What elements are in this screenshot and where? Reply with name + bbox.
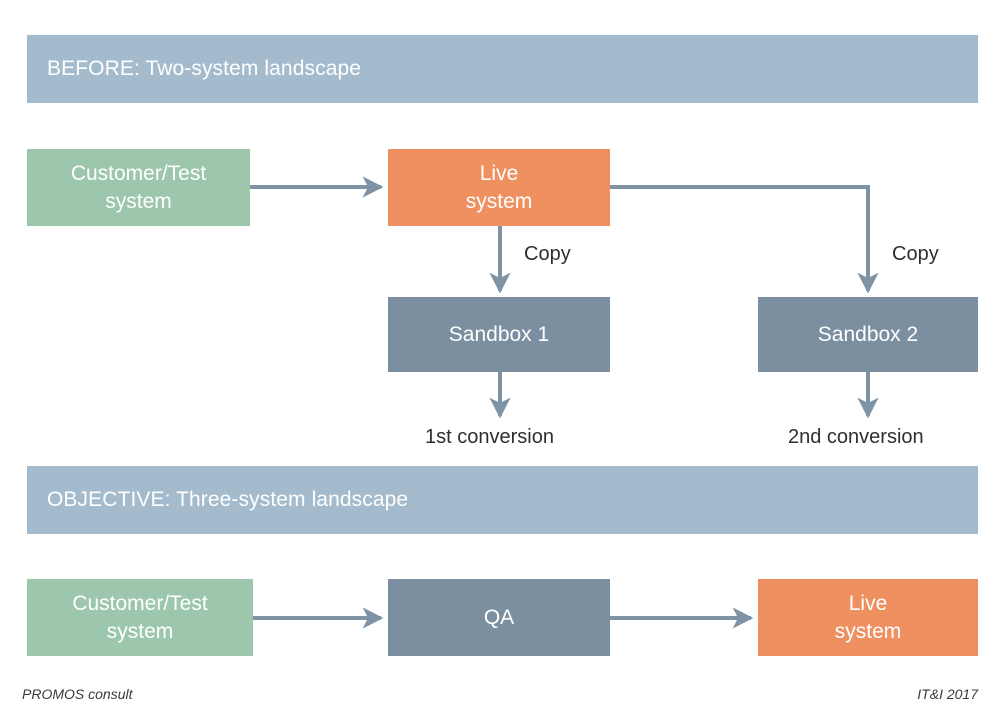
- node-sandbox-2[interactable]: Sandbox 2: [758, 297, 978, 372]
- edge-label-copy-right: Copy: [892, 243, 939, 265]
- edge-label-1st-conversion: 1st conversion: [425, 426, 554, 448]
- node-live-system-objective[interactable]: Live system: [758, 579, 978, 656]
- footer-left: PROMOS consult: [22, 686, 133, 702]
- band-before: BEFORE: Two-system landscape: [27, 35, 978, 103]
- edge-label-copy-left: Copy: [524, 243, 571, 265]
- edge-label-2nd-conversion: 2nd conversion: [788, 426, 924, 448]
- node-qa[interactable]: QA: [388, 579, 610, 656]
- node-customer-test-system-before[interactable]: Customer/Test system: [27, 149, 250, 226]
- arrow-live-to-sandbox2: [610, 185, 879, 294]
- node-live-system-before[interactable]: Live system: [388, 149, 610, 226]
- node-sandbox-1[interactable]: Sandbox 1: [388, 297, 610, 372]
- footer-right: IT&I 2017: [917, 686, 978, 702]
- band-objective: OBJECTIVE: Three-system landscape: [27, 466, 978, 534]
- node-customer-test-system-objective[interactable]: Customer/Test system: [27, 579, 253, 656]
